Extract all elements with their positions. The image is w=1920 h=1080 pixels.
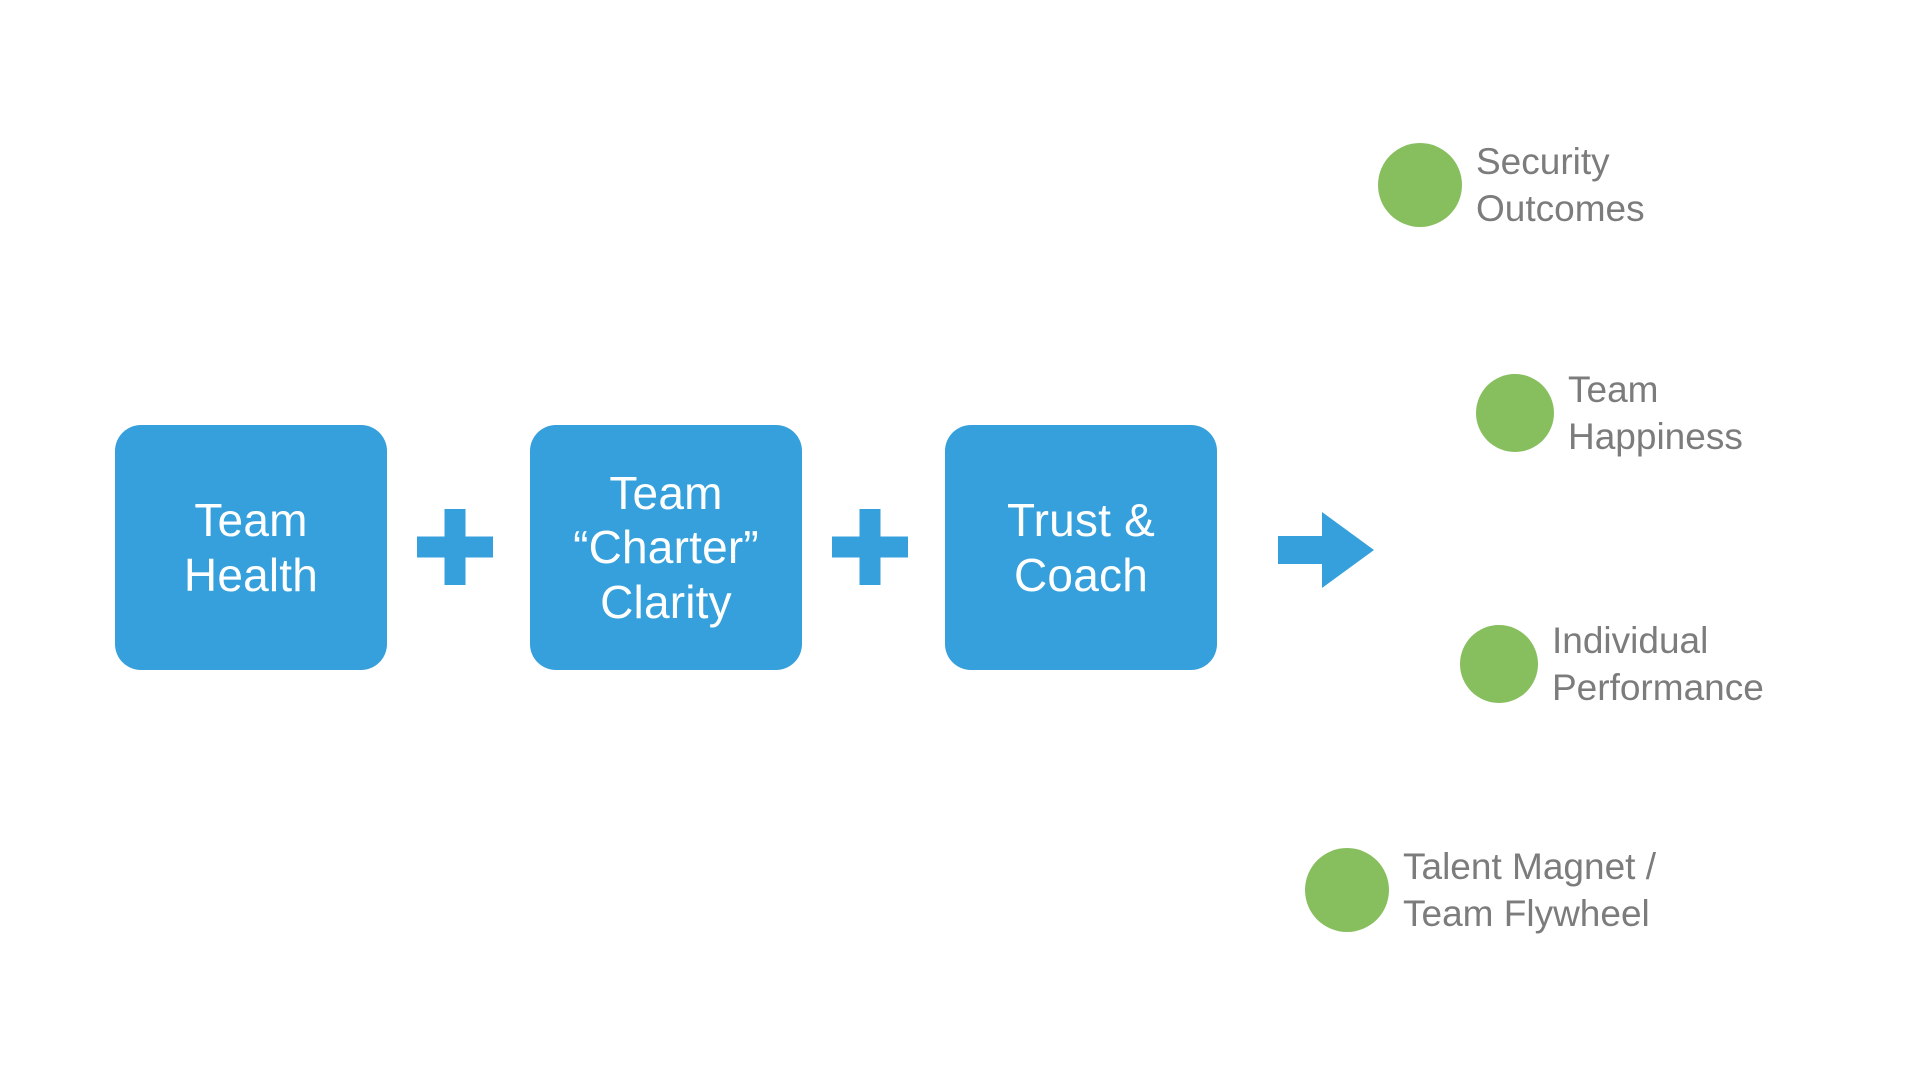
outcome-label-line: Talent Magnet / [1403,846,1656,887]
outcome-label: Security Outcomes [1476,138,1645,233]
outcome-item-individual-performance[interactable]: Individual Performance [1460,617,1764,712]
outcome-label-line: Happiness [1568,416,1743,458]
box-line: Trust & [1007,494,1155,547]
plus-icon [417,509,493,585]
formula-box-team-charter-clarity[interactable]: Team “Charter” Clarity [530,425,802,670]
green-dot-icon [1378,143,1462,228]
formula-box-trust-coach[interactable]: Trust & Coach [945,425,1217,670]
right-arrow-icon [1278,512,1374,588]
box-line: “Charter” [573,521,759,574]
outcome-label: Talent Magnet / Team Flywheel [1403,843,1656,938]
plus-icon-vertical-bar [444,509,466,585]
outcome-label-line: Performance [1552,667,1764,709]
outcome-item-talent-magnet-team-flywheel[interactable]: Talent Magnet / Team Flywheel [1305,843,1656,938]
green-dot-icon [1460,625,1538,704]
plus-icon [832,509,908,585]
box-line: Clarity [600,575,732,628]
outcome-label: Individual Performance [1552,617,1764,712]
formula-box-team-health[interactable]: Team Health [115,425,387,670]
outcome-label-line: Individual [1552,620,1709,661]
outcome-label-line: Security [1476,141,1610,182]
outcome-item-team-happiness[interactable]: Team Happiness [1476,366,1743,461]
green-dot-icon [1305,848,1389,933]
outcome-label-line: Team [1568,369,1659,410]
box-line: Team [609,467,723,520]
outcome-label-line: Outcomes [1476,188,1645,230]
plus-icon-vertical-bar [859,509,881,585]
outcome-label: Team Happiness [1568,366,1743,461]
outcome-item-security-outcomes[interactable]: Security Outcomes [1378,138,1645,233]
box-line: Team [194,494,308,547]
box-line: Coach [1014,548,1148,601]
outcome-label-line: Team Flywheel [1403,893,1650,935]
green-dot-icon [1476,374,1554,453]
box-line: Health [183,548,319,601]
